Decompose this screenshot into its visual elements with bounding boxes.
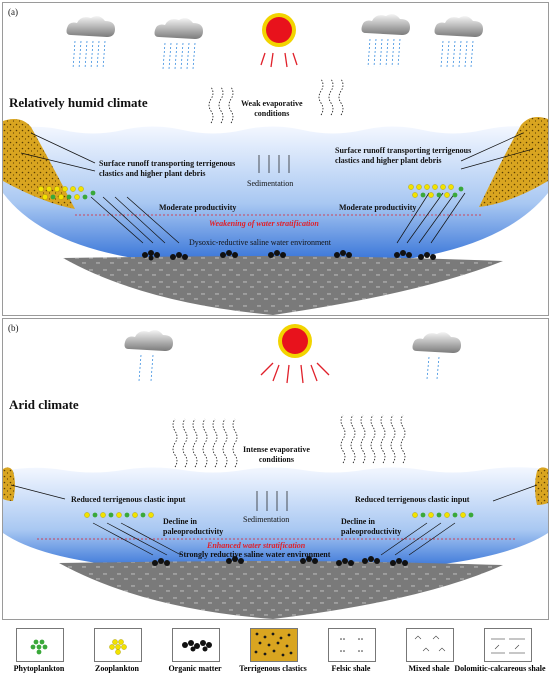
- cloud-icon: [412, 332, 461, 353]
- productivity-label-right: Moderate productivity: [339, 203, 417, 212]
- sun-icon: [260, 13, 298, 68]
- climate-title: Arid climate: [9, 397, 79, 412]
- organic-matter-layer: [152, 556, 408, 566]
- legend-item-mixed-shale: Mixed shale: [396, 622, 462, 680]
- panel-b-scene: [3, 324, 548, 619]
- evaporation-label: Intense evaporative conditions: [243, 445, 310, 464]
- legend-item-zooplankton: Zooplankton: [84, 622, 150, 680]
- sun-icon: [260, 324, 330, 384]
- legend-label: Phytoplankton: [13, 664, 65, 673]
- productivity-label-right: Decline in paleoproductivity: [341, 517, 402, 536]
- left-shore-clastics: [3, 467, 15, 501]
- panel-a-scene: [3, 13, 548, 315]
- cloud-icon: [154, 18, 203, 39]
- legend-item-organic-matter: Organic matter: [162, 622, 228, 680]
- rain-icon: [138, 354, 440, 382]
- legend-label: Terrigenous clastics: [239, 664, 307, 673]
- panel-b: (b) Arid climate Intense evaporative con…: [2, 318, 549, 620]
- input-label-left: Reduced terrigenous clastic input: [71, 495, 186, 504]
- input-label-right: Reduced terrigenous clastic input: [355, 495, 470, 504]
- panel-a: (a) Relatively humid climate Weak evapor…: [2, 2, 549, 316]
- zooplankton-icon: [94, 628, 142, 662]
- right-shore-clastics: [479, 117, 548, 207]
- mixed-shale-icon: [406, 628, 454, 662]
- productivity-label-left: Decline in paleoproductivity: [163, 517, 224, 536]
- cloud-icon: [361, 14, 410, 35]
- organic-matter-icon: [172, 628, 220, 662]
- legend-label: Mixed shale: [408, 664, 450, 673]
- environment-label: Dysoxic-reductive saline water environme…: [189, 238, 331, 247]
- productivity-label-left: Moderate productivity: [159, 203, 237, 212]
- legend-item-felsic-shale: Felsic shale: [318, 622, 384, 680]
- environment-label: Strongly reductive saline water environm…: [179, 550, 331, 559]
- runoff-label-left: Surface runoff transporting terrigenous …: [99, 159, 236, 178]
- rain-icon: [72, 38, 474, 70]
- plankton-cluster-left: [84, 512, 154, 518]
- plankton-cluster-right: [408, 184, 464, 198]
- sedimentation-label: Sedimentation: [247, 179, 294, 188]
- cloud-icon: [434, 16, 483, 37]
- lake-water: [3, 467, 548, 572]
- legend-item-terrigenous-clastics: Terrigenous clastics: [239, 622, 307, 680]
- cloud-icon: [66, 16, 115, 37]
- panel-label: (b): [8, 323, 19, 333]
- evaporation-arrows-icon: [172, 414, 406, 468]
- legend: Phytoplankton Zooplankton Organic matter…: [0, 622, 550, 681]
- evaporation-label: Weak evaporative conditions: [241, 99, 303, 118]
- sedimentation-arrows-icon: [258, 155, 290, 173]
- runoff-arrows-icon: [20, 132, 534, 244]
- sedimentation-label: Sedimentation: [243, 515, 290, 524]
- cloud-icon: [124, 330, 173, 351]
- right-shore-clastics: [535, 467, 548, 505]
- legend-item-dolomitic-calcareous-shale: Dolomitic-calcareous shale: [454, 622, 546, 680]
- legend-label: Dolomitic-calcareous shale: [454, 664, 546, 673]
- lake-water: [3, 126, 548, 266]
- plankton-cluster-right: [412, 512, 474, 518]
- sedimentation-arrows-icon: [256, 491, 288, 511]
- organic-matter-layer: [142, 250, 436, 261]
- runoff-label-right: Surface runoff transporting terrigenous …: [335, 146, 472, 165]
- evaporation-arrows-icon: [208, 78, 344, 124]
- stratification-label: Enhanced water stratification: [207, 541, 306, 550]
- climate-title: Relatively humid climate: [9, 95, 148, 110]
- legend-label: Felsic shale: [331, 664, 371, 673]
- panel-label: (a): [8, 7, 18, 17]
- plankton-cluster-left: [38, 186, 96, 200]
- legend-label: Organic matter: [168, 664, 222, 673]
- legend-item-phytoplankton: Phytoplankton: [6, 622, 72, 680]
- runoff-arrows-icon: [10, 484, 538, 556]
- terrigenous-clastics-icon: [250, 628, 298, 662]
- dolomitic-calcareous-shale-icon: [484, 628, 532, 662]
- legend-label: Zooplankton: [94, 664, 140, 673]
- phytoplankton-icon: [16, 628, 64, 662]
- felsic-shale-icon: [328, 628, 376, 662]
- stratification-label: Weakening of water stratification: [209, 219, 319, 228]
